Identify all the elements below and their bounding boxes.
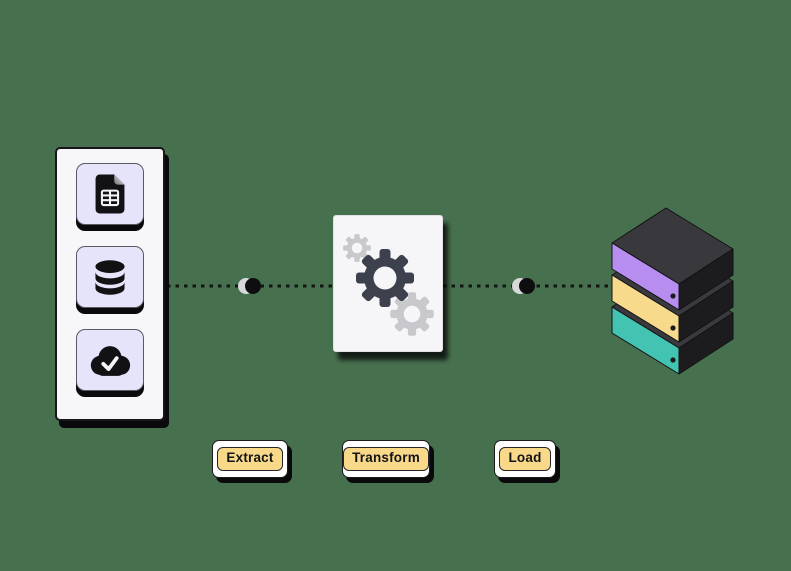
data-packet-icon [512,278,535,294]
transform-chip: Transform [343,447,429,471]
gear-large [356,249,414,307]
server-stack-icon [611,207,734,375]
database-icon [95,259,125,295]
gear-small [343,234,371,262]
file-spreadsheet-icon [95,174,125,214]
stage-label-extract: Extract [212,440,288,478]
source-tile-cloud [76,329,144,391]
stage-label-transform: Transform [342,440,430,478]
cloud-check-icon [90,345,131,376]
gear-medium [390,292,434,336]
stage-label-load: Load [494,440,556,478]
source-tile-spreadsheet [76,163,144,225]
data-sources-panel [55,147,165,421]
load-chip: Load [499,447,551,471]
data-packet-icon [238,278,261,294]
gears-icon [343,234,434,336]
extract-chip: Extract [217,447,283,471]
drive-purple [611,207,734,311]
source-tile-database [76,246,144,308]
transform-card [333,215,443,352]
